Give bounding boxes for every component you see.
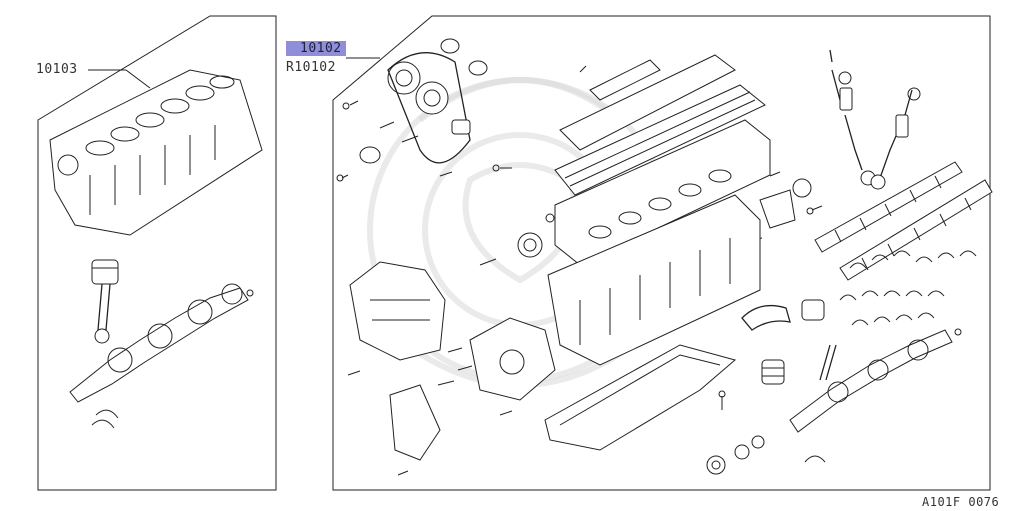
timing-belt-assembly — [359, 38, 488, 164]
cylinder-block-center — [547, 194, 761, 366]
crankshaft-right — [789, 328, 962, 463]
part-label-10103[interactable]: 10103 — [36, 62, 78, 77]
cam-cover — [554, 54, 766, 196]
crankshaft-left — [69, 283, 254, 429]
leader-10103-diag — [125, 69, 151, 89]
pistons-right — [741, 299, 837, 385]
seals — [517, 178, 812, 475]
bolts — [336, 65, 823, 476]
cylinder-head — [554, 119, 771, 266]
piston-left — [91, 259, 119, 344]
diagram-code: A101F 0076 — [922, 495, 1000, 509]
part-label-r10102[interactable]: R10102 — [286, 60, 336, 75]
bearing-shells — [839, 250, 977, 326]
camshafts — [814, 161, 993, 281]
cylinder-block-left — [49, 69, 263, 236]
valves — [829, 49, 921, 190]
short-block-frame — [37, 15, 277, 491]
part-label-10102-selected[interactable]: 10102 — [286, 41, 346, 56]
front-cover — [349, 261, 556, 461]
oil-pan — [544, 344, 737, 451]
full-engine-frame — [332, 15, 991, 491]
